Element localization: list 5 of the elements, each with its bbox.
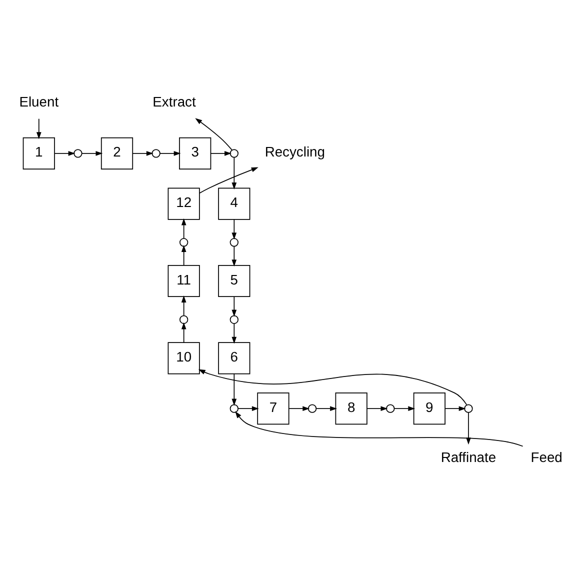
node-text: Eluent (19, 92, 59, 109)
node-text: Extract (152, 92, 196, 109)
node-text: Recycling (264, 143, 325, 160)
node-text: Feed (530, 448, 562, 465)
node-text: Raffinate (440, 448, 496, 465)
